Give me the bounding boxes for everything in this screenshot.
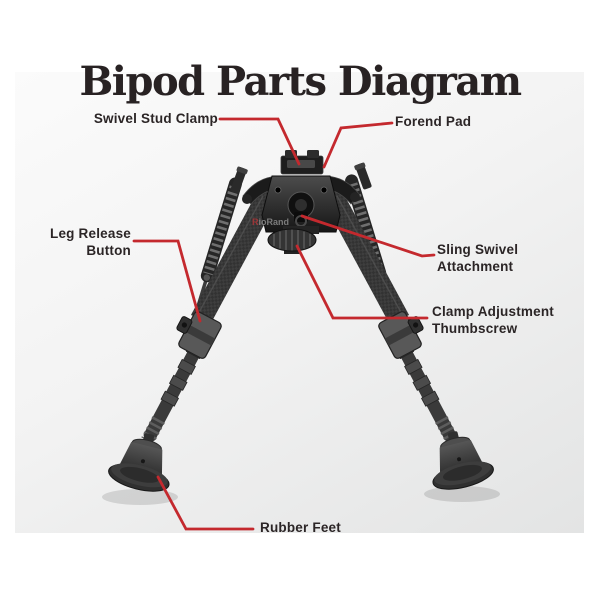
label-sling-swivel-attachment: Sling Swivel Attachment [437,242,519,274]
leader-swivel-stud-clamp [218,117,301,166]
leader-forend-pad [322,121,394,169]
leader-clamp-adjustment-thumbscrew [295,244,429,320]
left-rubber-foot [108,433,170,492]
leader-rubber-feet [156,475,255,531]
leader-sling-swivel-attachment [300,214,436,258]
label-rubber-feet: Rubber Feet [260,520,341,533]
leg-release-button-part [176,316,193,334]
page-title: Bipod Parts Diagram [79,58,522,105]
left-head-post [230,166,248,194]
label-forend-pad: Forend Pad [395,114,472,129]
bipod-head: RioRand [252,175,341,234]
diagram-panel: RioRand Swivel Stud Clamp Forend [15,72,584,533]
right-rubber-foot [432,431,494,490]
label-swivel-stud-clamp: Swivel Stud Clamp [93,111,218,126]
left-upper-leg [191,189,279,323]
swivel-stud-clamp-part [280,150,324,175]
label-leg-release-button: Leg Release Button [50,226,131,258]
right-leg-clamp [378,311,424,359]
leader-lines [132,117,436,531]
leader-leg-release-button [132,239,202,323]
right-head-post [354,162,372,190]
left-leg-clamp [176,311,222,359]
left-leg-spring [193,177,242,315]
right-upper-leg [321,189,409,323]
feet-shadows [102,486,500,505]
bipod-illustration: RioRand [102,117,500,531]
clamp-adjustment-thumbscrew-part [267,228,317,254]
label-clamp-adjustment-thumbscrew: Clamp Adjustment Thumbscrew [432,304,554,336]
brand-watermark: RioRand [252,217,289,227]
